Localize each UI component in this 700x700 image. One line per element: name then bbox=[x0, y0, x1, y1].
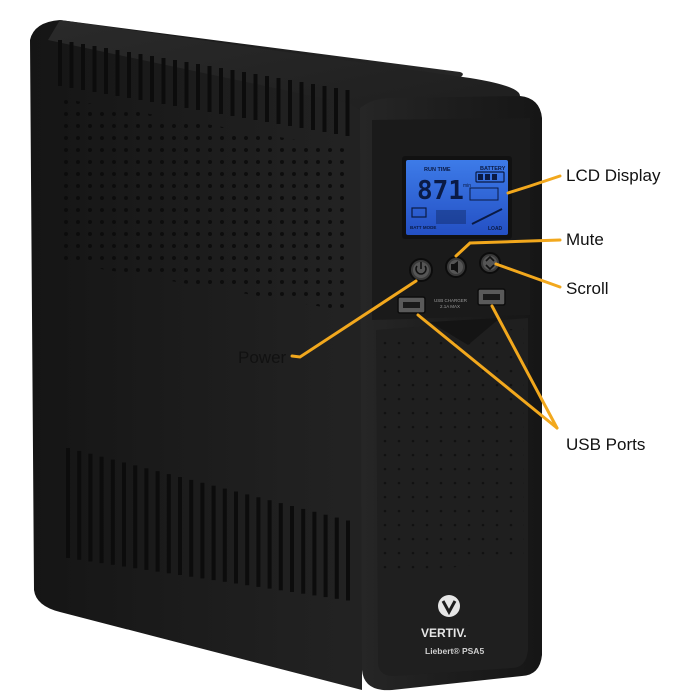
vent-slit bbox=[267, 500, 272, 589]
front-dot-texture bbox=[380, 328, 524, 575]
vent-slit bbox=[122, 462, 126, 567]
callout-line-lcd bbox=[506, 174, 562, 195]
vent-slit bbox=[99, 456, 104, 564]
vent-slit bbox=[58, 40, 62, 86]
vent-slit bbox=[77, 450, 82, 560]
vent-slit bbox=[230, 70, 235, 116]
callout-mute: Mute bbox=[566, 230, 604, 249]
vent-slit bbox=[104, 48, 108, 94]
vent-slit bbox=[161, 58, 166, 104]
vent-slit bbox=[311, 84, 315, 130]
vent-slit bbox=[211, 485, 216, 581]
callout-usb-ports: USB Ports bbox=[566, 435, 646, 454]
vent-slit bbox=[166, 474, 171, 574]
vent-slit bbox=[127, 52, 131, 98]
vent-slit bbox=[278, 503, 283, 591]
scroll-button[interactable] bbox=[479, 252, 501, 274]
vent-slit bbox=[155, 471, 160, 572]
usb-charger-label: USB CHARGER bbox=[434, 298, 468, 303]
power-icon bbox=[415, 265, 427, 275]
vertiv-logo: VERTIV. Liebert® PSA5 bbox=[421, 595, 484, 656]
callout-line-usb-right bbox=[490, 304, 559, 430]
vent-slit bbox=[265, 76, 269, 122]
vent-slit bbox=[345, 90, 350, 136]
ups-top-edge bbox=[48, 20, 520, 120]
vent-slit bbox=[178, 477, 182, 575]
lcd-runtime-label: RUN TIME bbox=[424, 167, 451, 173]
vent-slit bbox=[256, 497, 261, 587]
brand-name: VERTIV. bbox=[421, 626, 467, 640]
side-vent-dots bbox=[60, 98, 352, 312]
vent-slit bbox=[222, 488, 227, 582]
callout-power: Power bbox=[238, 348, 287, 367]
vent-slit bbox=[110, 459, 115, 565]
callout-scroll: Scroll bbox=[566, 279, 609, 298]
vent-slit bbox=[290, 506, 294, 592]
lcd-battery-gauge bbox=[475, 171, 505, 183]
vent-slit bbox=[334, 517, 339, 599]
vent-slit bbox=[253, 74, 258, 120]
lcd-unit: min bbox=[463, 183, 471, 189]
vent-slit bbox=[150, 56, 154, 102]
callout-lcd-display: LCD Display bbox=[566, 166, 661, 185]
vent-slit bbox=[138, 54, 143, 100]
vent-slit bbox=[299, 82, 304, 128]
side-vent-slits-top bbox=[58, 40, 350, 136]
vent-slit bbox=[301, 508, 306, 594]
vent-slit bbox=[242, 72, 246, 118]
vent-slit bbox=[88, 453, 93, 562]
lcd-plug-icon bbox=[469, 187, 499, 201]
vent-slit bbox=[334, 88, 338, 134]
callout-line-scroll bbox=[494, 262, 562, 289]
lcd-display: RUN TIME BATTERY 871 min BATT MODE LOAD bbox=[402, 156, 512, 239]
vent-slit bbox=[92, 46, 97, 92]
lcd-digits: 871 bbox=[417, 176, 464, 206]
vent-slit bbox=[346, 520, 350, 601]
vent-slit bbox=[219, 68, 223, 114]
vent-slit bbox=[173, 60, 177, 106]
vent-slit bbox=[276, 78, 281, 124]
vent-slit bbox=[207, 66, 212, 112]
callout-line-usb-left bbox=[416, 313, 559, 430]
vent-slit bbox=[322, 86, 327, 132]
power-button[interactable] bbox=[409, 258, 433, 282]
lcd-battery-label: BATTERY bbox=[480, 166, 506, 172]
vertiv-logo-mark bbox=[438, 595, 460, 617]
vent-slit bbox=[66, 448, 70, 558]
vent-slit bbox=[133, 465, 138, 569]
scroll-icon bbox=[485, 255, 495, 271]
mute-icon bbox=[451, 261, 458, 273]
vent-slit bbox=[323, 514, 328, 598]
vent-slit bbox=[144, 468, 149, 570]
vent-slit bbox=[69, 42, 74, 88]
vent-slit bbox=[245, 494, 250, 586]
lcd-load-label: LOAD bbox=[488, 226, 503, 232]
lcd-load-bar bbox=[471, 208, 503, 225]
mute-button[interactable] bbox=[445, 256, 467, 278]
callout-line-mute bbox=[454, 238, 562, 258]
vent-slit bbox=[234, 491, 238, 584]
vent-slit bbox=[189, 479, 194, 577]
side-vent-slits-bottom bbox=[66, 448, 350, 601]
vent-slit bbox=[288, 80, 292, 126]
vent-slit bbox=[81, 44, 85, 90]
vent-slit bbox=[184, 62, 189, 108]
usb-port-left[interactable] bbox=[397, 296, 426, 314]
usb-charger-rating: 2.1A MAX bbox=[440, 304, 460, 309]
model-name: Liebert® PSA5 bbox=[425, 646, 484, 656]
usb-port-right[interactable] bbox=[477, 288, 506, 306]
vent-slit bbox=[200, 482, 205, 579]
lcd-battery-icon bbox=[411, 207, 427, 218]
vent-slit bbox=[312, 511, 317, 596]
front-panel-notch bbox=[430, 318, 500, 345]
vent-slit bbox=[115, 50, 120, 96]
callout-lines bbox=[290, 174, 562, 430]
lcd-batt-mode-label: BATT MODE bbox=[410, 225, 436, 230]
callout-line-power bbox=[290, 279, 418, 359]
vent-slit bbox=[196, 64, 200, 110]
